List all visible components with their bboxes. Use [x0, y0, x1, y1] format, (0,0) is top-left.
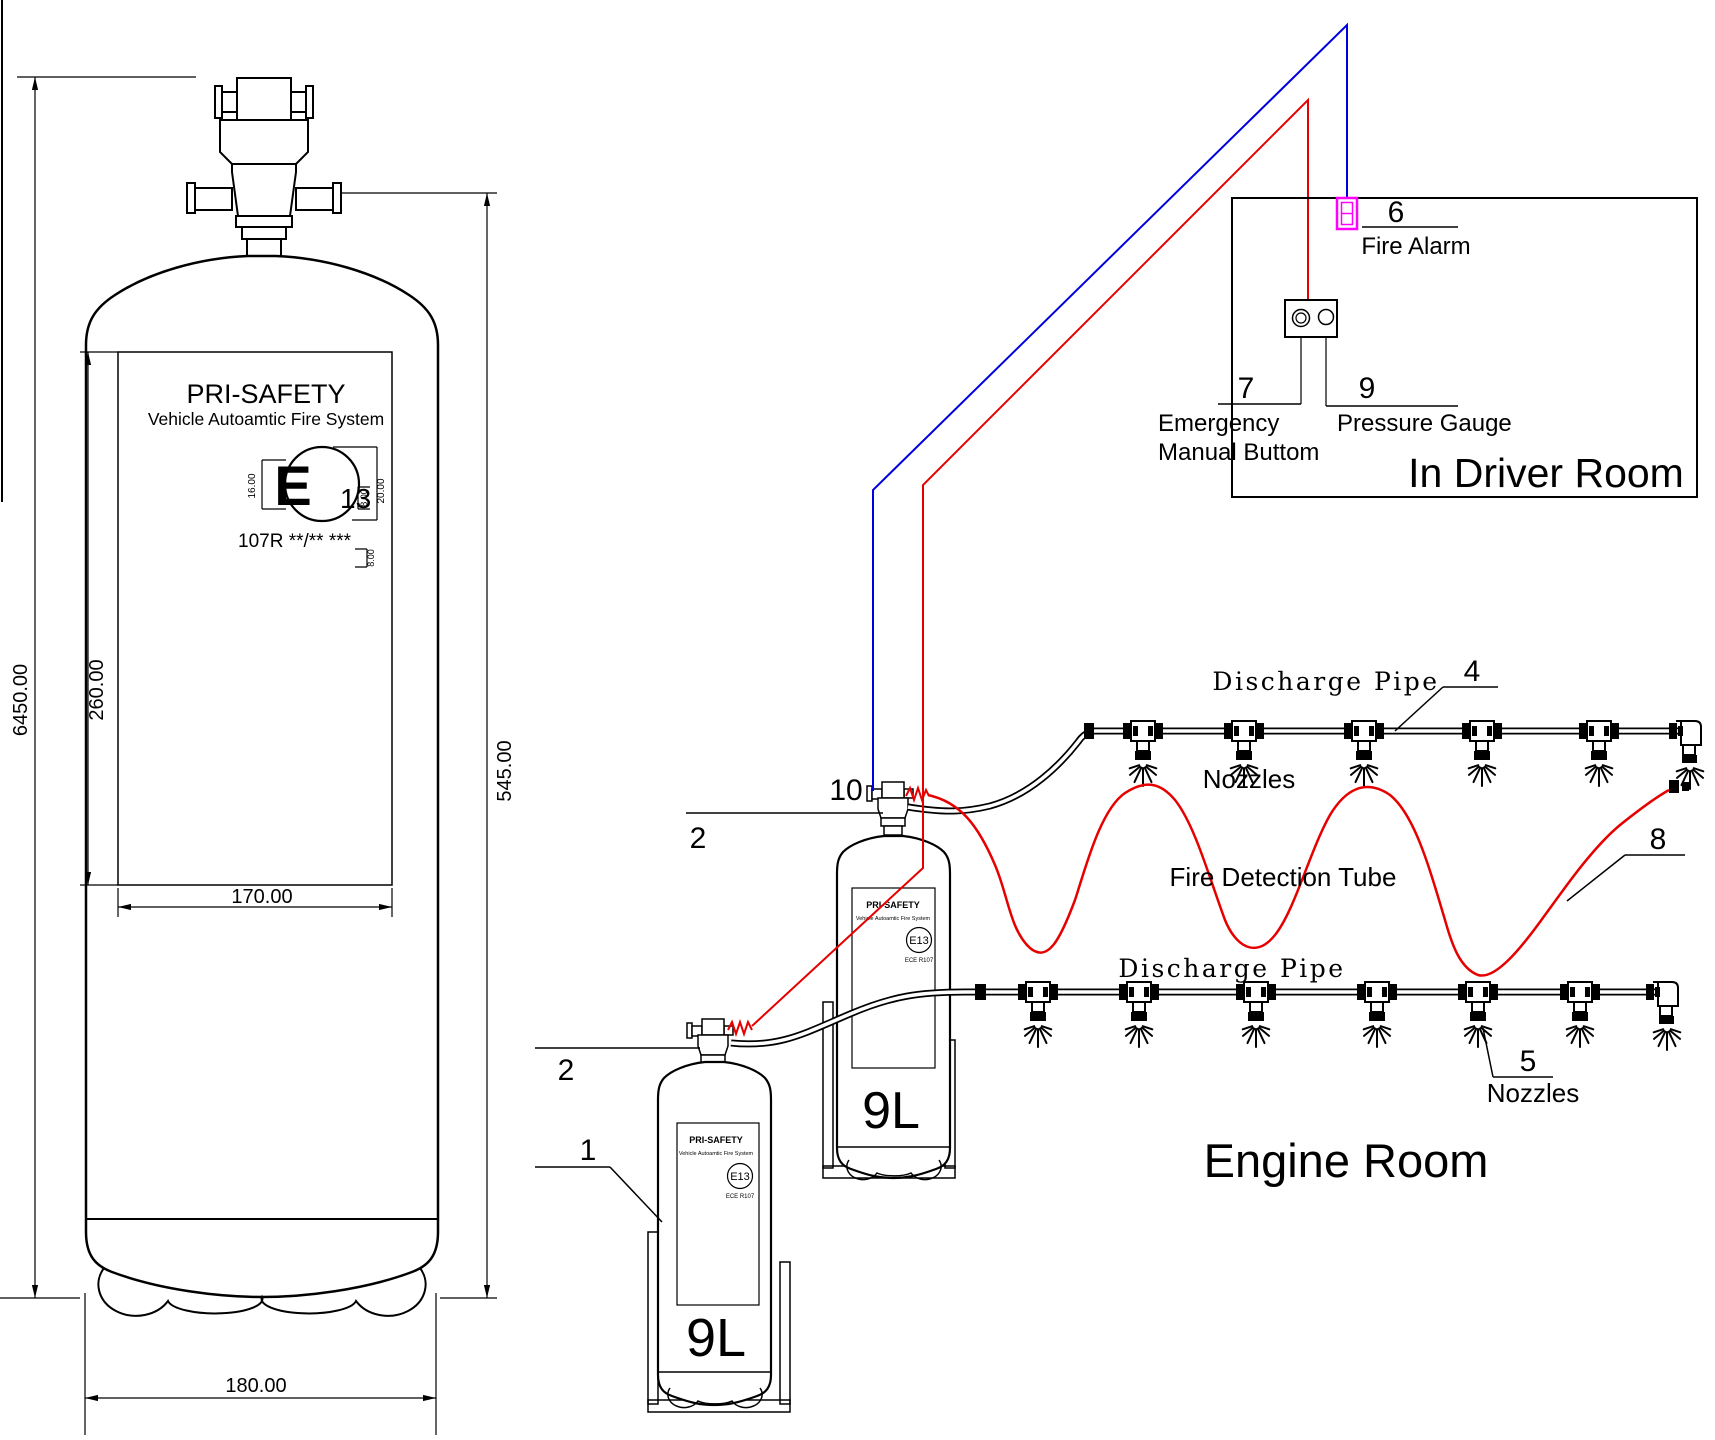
upper-nozzles-label: Nozzles [1203, 764, 1295, 794]
dimension-label-width: 170.00 [117, 886, 393, 917]
lower-discharge-pipe [730, 982, 1680, 1050]
nozzle-elbow-icon [1669, 721, 1703, 789]
pressure-gauge-number: 9 [1359, 372, 1376, 405]
main-label-subtitle: Vehicle Autoamtic Fire System [856, 916, 931, 922]
pipe-end-cap [975, 984, 986, 1000]
emergency-button-number: 7 [1238, 372, 1255, 405]
driver-room-panel: 6 Fire Alarm 7 Emergency Manual Buttom 9… [1158, 196, 1698, 498]
item-2-upper-number: 2 [690, 822, 707, 855]
tube-coupling-spring [727, 1018, 753, 1038]
tank-brand-text: PRI-SAFETY [186, 379, 345, 409]
dimension-body-height: 545.00 [333, 192, 516, 1299]
item-4-number: 4 [1464, 655, 1481, 688]
nozzle-tee-icon [1579, 721, 1619, 786]
e-mark-letter: E [274, 454, 311, 517]
dimension-overall-height: 6450.00 [0, 76, 196, 1299]
alarm-wire-blue [872, 22, 1348, 791]
tank-valve-assembly [186, 77, 342, 257]
reserve-label-mark: E13 [730, 1171, 750, 1183]
item-1-number: 1 [580, 1134, 597, 1167]
dimension-label-height: 260.00 [80, 351, 118, 886]
reserve-label-subtitle: Vehicle Autoamtic Fire System [679, 1151, 754, 1157]
engine-room-title: Engine Room [1204, 1134, 1489, 1187]
upper-pipe-label: Discharge Pipe [1212, 667, 1439, 696]
nozzle-elbow-icon [1646, 982, 1680, 1050]
main-volume-text: 9L [862, 1082, 920, 1140]
driver-room-box [1231, 197, 1698, 498]
emergency-button-label-2: Manual Buttom [1158, 439, 1319, 466]
nozzle-tee-icon [1344, 721, 1384, 786]
main-label-ece: ECE R107 [905, 958, 934, 964]
item-10-callout: 10 2 [686, 774, 883, 855]
nozzle-tee-icon [1119, 982, 1159, 1047]
tank-subtitle-text: Vehicle Autoamtic Fire System [148, 409, 384, 429]
e-mark-dimensions: 16.00 20.00 8.00 107R **/** *** 8.00 [238, 446, 387, 568]
dim-base-width-text: 180.00 [225, 1375, 286, 1397]
nozzle-tee-icon [1462, 721, 1502, 786]
dim-mark-height-text: 20.00 [376, 478, 387, 503]
engine-room-annotations: Discharge Pipe 4 Nozzles Fire Detection … [1118, 655, 1685, 1187]
tube-end-plug-tip [1682, 782, 1689, 791]
dim-overall-height-text: 6450.00 [10, 664, 32, 736]
pipe-end-cap [1084, 723, 1094, 739]
reserve-cylinder-label: PRI-SAFETY Vehicle Autoamtic Fire System… [676, 1122, 760, 1306]
dim-label-width-text: 170.00 [231, 886, 292, 908]
main-cylinder-feet [846, 1159, 942, 1181]
fire-alarm-number: 6 [1388, 196, 1405, 229]
item-8-callout: 8 [1566, 823, 1685, 902]
nozzle-tee-icon [1560, 982, 1600, 1047]
reserve-cylinder-group: PRI-SAFETY Vehicle Autoamtic Fire System… [535, 1018, 791, 1413]
fire-alarm-icon [1335, 196, 1359, 231]
dimension-base-width: 180.00 [84, 1293, 437, 1435]
item-4-callout: 4 [1394, 655, 1498, 732]
lower-pipe-label: Discharge Pipe [1118, 954, 1345, 983]
item-10-number: 10 [829, 774, 862, 807]
detection-tube-label: Fire Detection Tube [1170, 862, 1397, 892]
main-label-brand: PRI-SAFETY [866, 900, 920, 910]
nozzle-tee-icon [1458, 982, 1498, 1047]
item-2-lower-number: 2 [558, 1054, 575, 1087]
reserve-label-brand: PRI-SAFETY [689, 1135, 743, 1145]
nozzle-tee-icon [1123, 721, 1163, 786]
item-1-callout: 1 [535, 1134, 663, 1223]
upper-discharge-pipe [907, 721, 1703, 815]
tank-body [84, 254, 440, 1317]
dim-label-height-text: 260.00 [86, 659, 108, 720]
nozzle-tee-icon [1357, 982, 1397, 1047]
main-label-mark: E13 [909, 935, 929, 947]
driver-room-title: In Driver Room [1408, 450, 1684, 496]
reserve-label-ece: ECE R107 [726, 1194, 755, 1200]
main-cylinder-label: PRI-SAFETY Vehicle Autoamtic Fire System… [851, 887, 936, 1069]
e-mark: E 13 [274, 445, 371, 523]
detection-wire-red [751, 97, 1309, 1027]
main-cylinder-valve [866, 781, 914, 836]
item-2-lower-callout: 2 [535, 1047, 700, 1087]
item-8-number: 8 [1650, 823, 1667, 856]
pressure-gauge-label: Pressure Gauge [1337, 410, 1512, 437]
emergency-button-unit [1284, 299, 1338, 338]
tank-base-feet [97, 1267, 427, 1317]
nozzle-tee-icon [1236, 982, 1276, 1047]
tube-coupling-spring [905, 784, 930, 804]
reserve-volume-text: 9L [686, 1308, 746, 1368]
lower-nozzles-label: Nozzles [1487, 1078, 1579, 1108]
dim-code-height-text: 8.00 [366, 549, 376, 567]
nozzle-tee-icon [1018, 982, 1058, 1047]
fire-detection-tube [905, 780, 1689, 977]
fire-alarm-label: Fire Alarm [1361, 233, 1470, 260]
reserve-cylinder-feet [667, 1387, 763, 1409]
item-5-callout: 5 [1482, 1027, 1553, 1078]
emergency-button-label-1: Emergency [1158, 410, 1279, 437]
approval-code-text: 107R **/** *** [238, 531, 352, 552]
tube-end-plug [1669, 780, 1679, 793]
tank-detail-view: 6450.00 545.00 PRI-SAFETY Vehicle Autoam… [0, 0, 516, 1435]
reserve-cylinder-body [656, 1060, 773, 1407]
dim-body-height-text: 545.00 [494, 740, 516, 801]
item-5-number: 5 [1520, 1045, 1537, 1078]
tank-label-panel: PRI-SAFETY Vehicle Autoamtic Fire System… [117, 351, 393, 886]
dim-number-height-text: 8.00 [359, 489, 369, 507]
dim-e-height-text: 16.00 [247, 473, 258, 498]
